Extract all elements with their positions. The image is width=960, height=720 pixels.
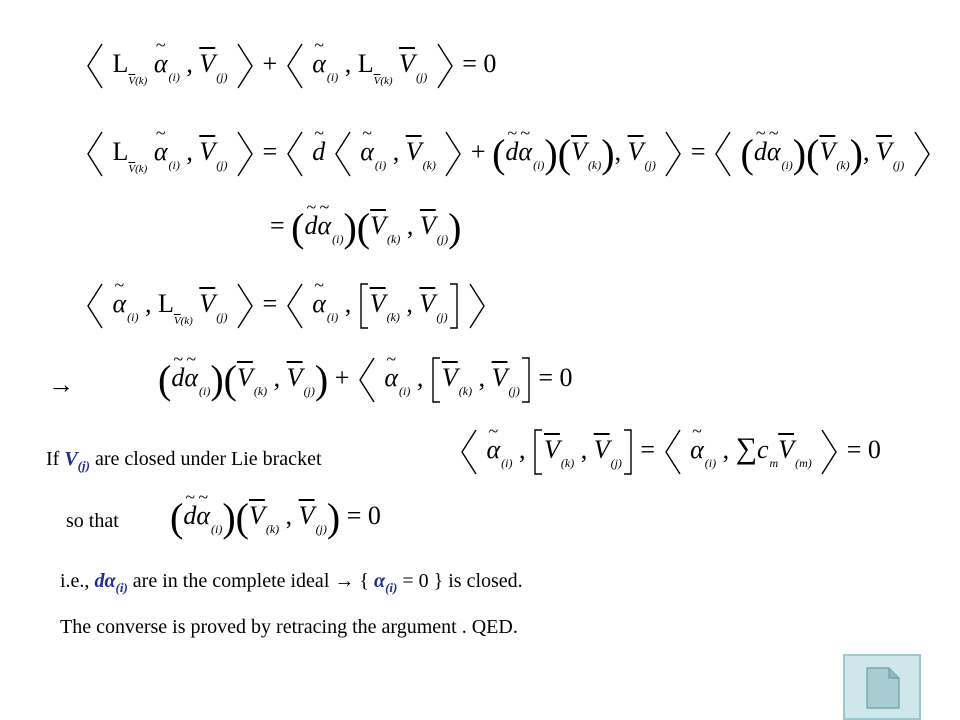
- ie-suffix: is closed.: [448, 570, 523, 592]
- equation-5: (dα(i))(V(k) , V(j)) + α(i) , V(k) , V(j…: [158, 350, 572, 404]
- equation-3: = (dα(i))(V(k) , V(j)): [270, 198, 461, 248]
- ie-line: i.e., dα(i) are in the complete ideal → …: [60, 570, 523, 596]
- set-open: {: [359, 570, 369, 592]
- ie-middle: are in the complete ideal →: [132, 570, 355, 592]
- equation-6: α(i) , V(k) , V(j) = α(i) , ∑cmV(m) = 0: [458, 422, 881, 476]
- document-icon: [866, 667, 900, 709]
- document-nav-button[interactable]: [843, 654, 921, 720]
- lie-condition-suffix: are closed under Lie bracket: [94, 448, 322, 470]
- ie-prefix: i.e.,: [60, 570, 90, 592]
- v-j-symbol: V(j): [64, 448, 90, 473]
- arrow-symbol: →: [48, 370, 74, 399]
- so-that-label: so that: [66, 510, 119, 532]
- equation-1: LV(k) α(i) , V(j) + α(i) , LV(k) V(j) = …: [84, 36, 496, 90]
- equation-2: LV(k) α(i) , V(j) = d α(i) , V(k) + (dα(…: [84, 124, 933, 178]
- if-label: If: [46, 448, 60, 470]
- d-alpha-symbol: dα(i): [94, 570, 128, 595]
- set-close: }: [433, 570, 444, 592]
- lie-condition-text: If V(j) are closed under Lie bracket: [46, 448, 322, 474]
- equals-zero: = 0: [402, 570, 429, 592]
- converse-line: The converse is proved by retracing the …: [60, 616, 518, 638]
- alpha-symbol: α(i): [373, 570, 398, 595]
- equation-4: α(i) , LV(k) V(j) = α(i) , V(k) , V(j): [84, 276, 488, 330]
- equation-7: (dα(i))(V(k) , V(j)) = 0: [170, 488, 381, 538]
